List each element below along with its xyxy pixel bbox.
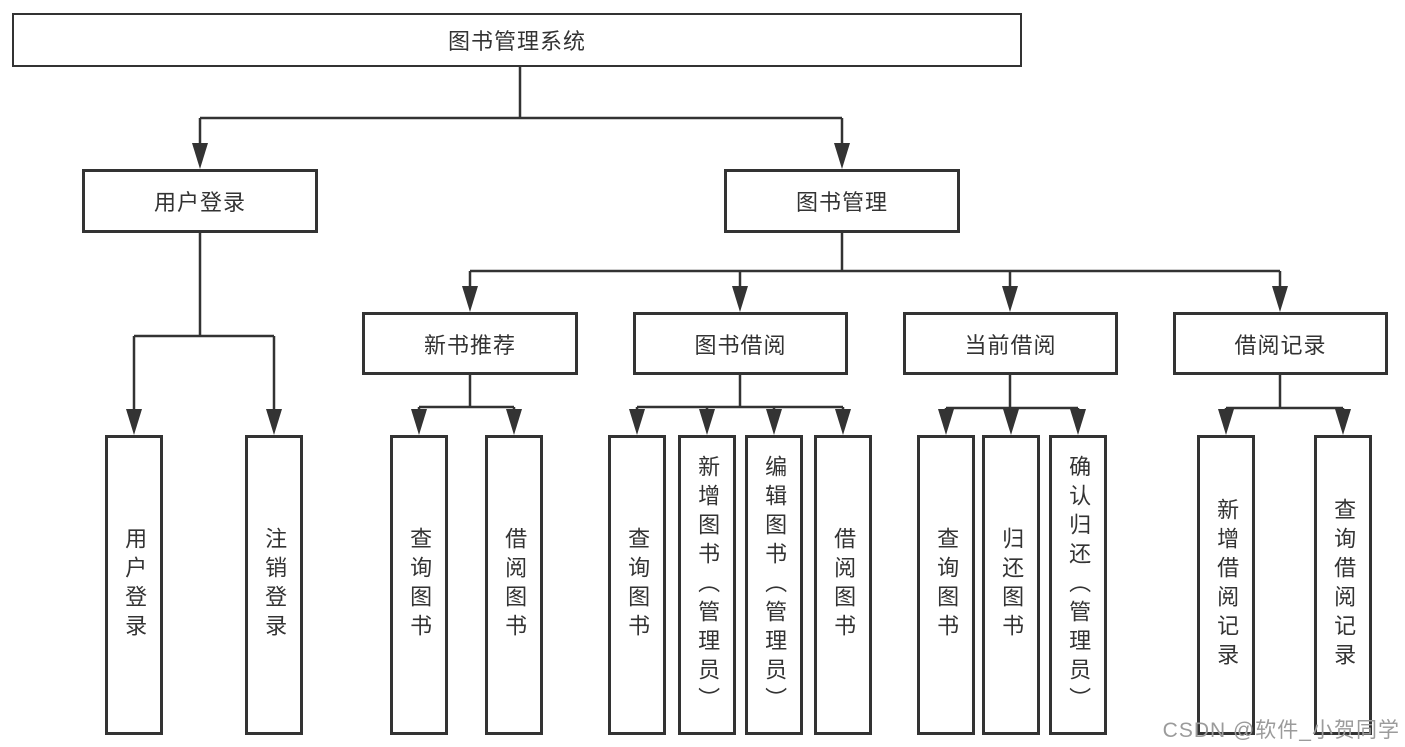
arrowhead-down (1335, 409, 1351, 435)
node-book-borrowing: 图书借阅 (633, 312, 848, 375)
arrowhead-down (462, 286, 478, 312)
leaf-query-books: 查询图书 (390, 435, 448, 735)
leaf-label: 查询借阅记录 (1331, 498, 1357, 672)
arrowhead-down (938, 409, 954, 435)
arrowhead-down (629, 409, 645, 435)
arrowhead-down (1070, 409, 1086, 435)
leaf-label: 查询图书 (407, 527, 433, 643)
leaf-user-login: 用户登录 (105, 435, 163, 735)
arrowhead-down (834, 143, 850, 169)
arrowheads (126, 143, 1351, 435)
leaf-label: 归还图书 (999, 527, 1025, 643)
leaf-label: 编辑图书（管理员） (762, 454, 788, 716)
csdn-watermark: CSDN @软件_小贺同学 (1162, 719, 1400, 742)
leaf-label: 查询图书 (934, 527, 960, 643)
leaf-logout: 注销登录 (245, 435, 303, 735)
arrowhead-down (1003, 409, 1019, 435)
arrowhead-down (1272, 286, 1288, 312)
arrowhead-down (411, 409, 427, 435)
node-book-management: 图书管理 (724, 169, 960, 233)
arrowhead-down (766, 409, 782, 435)
node-borrowing-records: 借阅记录 (1173, 312, 1388, 375)
node-library-management-system: 图书管理系统 (12, 13, 1022, 67)
arrowhead-down (506, 409, 522, 435)
leaf-label: 注销登录 (262, 527, 288, 643)
node-new-book-recommendation: 新书推荐 (362, 312, 578, 375)
leaf-query-books: 查询图书 (608, 435, 666, 735)
node-current-borrowing: 当前借阅 (903, 312, 1118, 375)
leaf-label: 借阅图书 (502, 527, 528, 643)
arrowhead-down (1218, 409, 1234, 435)
leaf-borrow-books: 借阅图书 (814, 435, 872, 735)
arrowhead-down (1002, 286, 1018, 312)
node-user-login: 用户登录 (82, 169, 318, 233)
leaf-label: 新增图书（管理员） (695, 454, 721, 716)
arrowhead-down (732, 286, 748, 312)
leaf-label: 查询图书 (625, 527, 651, 643)
leaf-query-books: 查询图书 (917, 435, 975, 735)
leaf-return-books: 归还图书 (982, 435, 1040, 735)
arrowhead-down (192, 143, 208, 169)
leaf-label: 用户登录 (122, 527, 148, 643)
leaf-add-book-admin: 新增图书（管理员） (678, 435, 736, 735)
leaf-label: 确认归还（管理员） (1066, 454, 1092, 716)
leaf-borrow-books: 借阅图书 (485, 435, 543, 735)
leaf-label: 借阅图书 (831, 527, 857, 643)
leaf-add-borrow-record: 新增借阅记录 (1197, 435, 1255, 735)
leaf-label: 新增借阅记录 (1214, 498, 1240, 672)
leaf-query-borrow-record: 查询借阅记录 (1314, 435, 1372, 735)
arrowhead-down (126, 409, 142, 435)
arrowhead-down (835, 409, 851, 435)
leaf-edit-book-admin: 编辑图书（管理员） (745, 435, 803, 735)
arrowhead-down (699, 409, 715, 435)
leaf-confirm-return-admin: 确认归还（管理员） (1049, 435, 1107, 735)
arrowhead-down (266, 409, 282, 435)
